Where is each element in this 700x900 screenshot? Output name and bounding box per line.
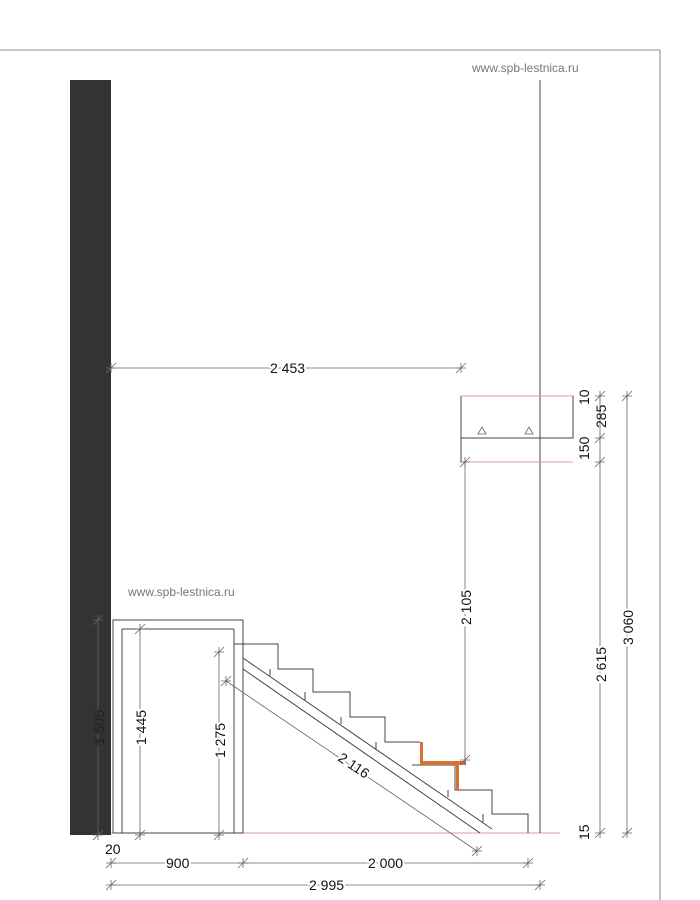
dimension-tick [92, 614, 104, 626]
dim-1445: 1 445 [133, 710, 149, 745]
triangle-marker-icon [524, 426, 534, 435]
dim-1505: 1 505 [91, 710, 107, 745]
dim-2000: 2 000 [368, 855, 403, 871]
dimension-tick [471, 845, 483, 857]
dimension-tick [522, 857, 534, 869]
dimension-tick [594, 432, 606, 444]
dimension-tick [594, 827, 606, 839]
dimension-tick [213, 646, 225, 658]
dim-2995: 2 995 [309, 877, 344, 893]
dimension-tick [459, 456, 471, 468]
dimension-tick [594, 390, 606, 402]
dimension-tick [237, 857, 249, 869]
dim-15: 15 [576, 824, 592, 840]
dimension-tick [92, 829, 104, 841]
dimension-tick [105, 362, 117, 374]
dim-2615: 2 615 [593, 647, 609, 682]
dimension-tick [455, 362, 467, 374]
dimension-lines [97, 367, 628, 886]
dim-2105: 2 105 [458, 590, 474, 625]
dimension-tick [594, 456, 606, 468]
dim-285: 285 [593, 404, 609, 428]
dim-150: 150 [576, 436, 592, 460]
slab [460, 395, 574, 463]
dim-900: 900 [166, 855, 190, 871]
stair-steps [234, 643, 529, 834]
dimension-tick [105, 857, 117, 869]
wall [70, 80, 111, 835]
dimension-tick [134, 829, 146, 841]
dimension-tick [105, 879, 117, 891]
dimension-tick [621, 827, 633, 839]
dimension-tick [459, 754, 471, 766]
dim-10: 10 [576, 389, 592, 405]
watermark: www.spb-lestnica.ru [471, 61, 579, 75]
dimension-tick [621, 390, 633, 402]
dim-20: 20 [105, 841, 121, 857]
dimension-tick [220, 675, 232, 687]
dimension-tick [213, 829, 225, 841]
dim-3060: 3 060 [620, 610, 636, 645]
dimension-tick [534, 879, 546, 891]
dimension-tick [134, 623, 146, 635]
triangle-marker-icon [477, 426, 487, 435]
dim-1275: 1 275 [212, 723, 228, 758]
watermark: www.spb-lestnica.ru [127, 585, 235, 599]
dim-2453: 2 453 [270, 360, 305, 376]
highlighted-step [420, 742, 466, 790]
